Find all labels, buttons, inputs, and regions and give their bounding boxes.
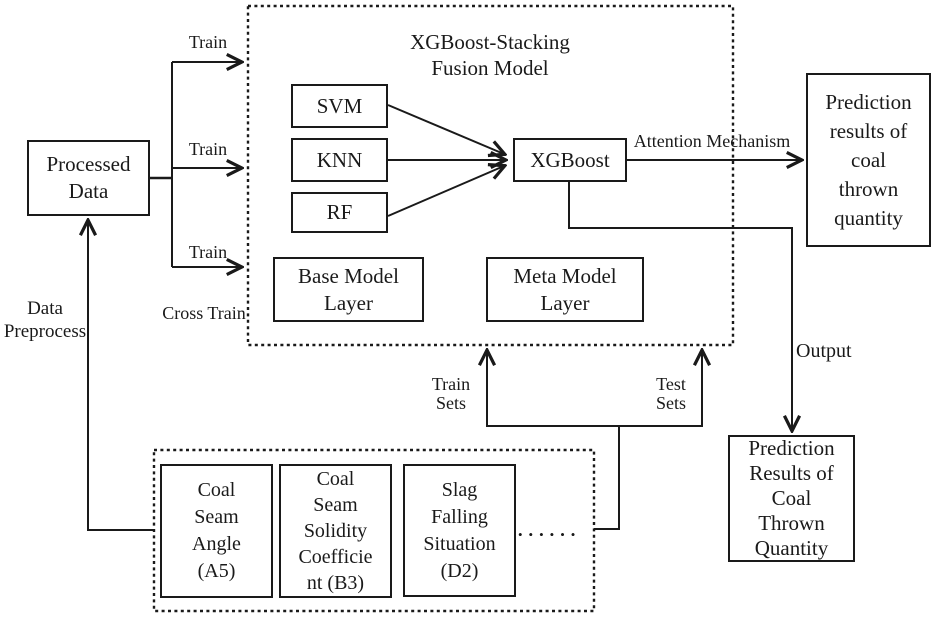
coal-seam-angle-node: Coal Seam Angle (A5): [160, 464, 273, 598]
test-sets-label: Test Sets: [655, 374, 686, 413]
prediction-results-output-node: Prediction Results of Coal Thrown Quanti…: [728, 435, 855, 562]
data-preprocess-arrow: [88, 221, 154, 531]
rf-node: RF: [291, 192, 388, 233]
fusion-model-dashed-frame: [246, 4, 735, 347]
svm-node: SVM: [291, 84, 388, 128]
coal-seam-solidity-node: Coal Seam Solidity Coefficie nt (B3): [279, 464, 392, 598]
train-label-middle: Train: [188, 139, 228, 159]
meta-model-layer-node: Meta Model Layer: [486, 257, 644, 322]
rf-to-xgboost-arrow: [387, 166, 504, 217]
processed-data-node: Processed Data: [27, 140, 150, 216]
xgboost-node: XGBoost: [513, 138, 627, 182]
train-sets-label: Train Sets: [431, 374, 471, 413]
base-model-layer-node: Base Model Layer: [273, 257, 424, 322]
more-features-ellipsis: ••••••: [518, 527, 582, 542]
train-label-top: Train: [188, 32, 228, 52]
knn-node: KNN: [291, 138, 388, 182]
xgboost-output-arrow: [568, 182, 792, 430]
cross-train-label: Cross Train: [162, 303, 246, 323]
feature-feed-line: [594, 426, 620, 530]
fusion-model-title: XGBoost-Stacking Fusion Model: [410, 30, 570, 80]
svm-to-xgboost-arrow: [387, 104, 504, 154]
train-label-bottom: Train: [188, 242, 228, 262]
prediction-results-attention-node: Prediction results of coal thrown quanti…: [806, 73, 931, 247]
slag-falling-situation-node: Slag Falling Situation (D2): [403, 464, 516, 597]
data-preprocess-label: Data Preprocess: [3, 298, 87, 342]
attention-mechanism-label: Attention Mechanism: [633, 131, 791, 151]
output-label: Output: [796, 340, 852, 362]
